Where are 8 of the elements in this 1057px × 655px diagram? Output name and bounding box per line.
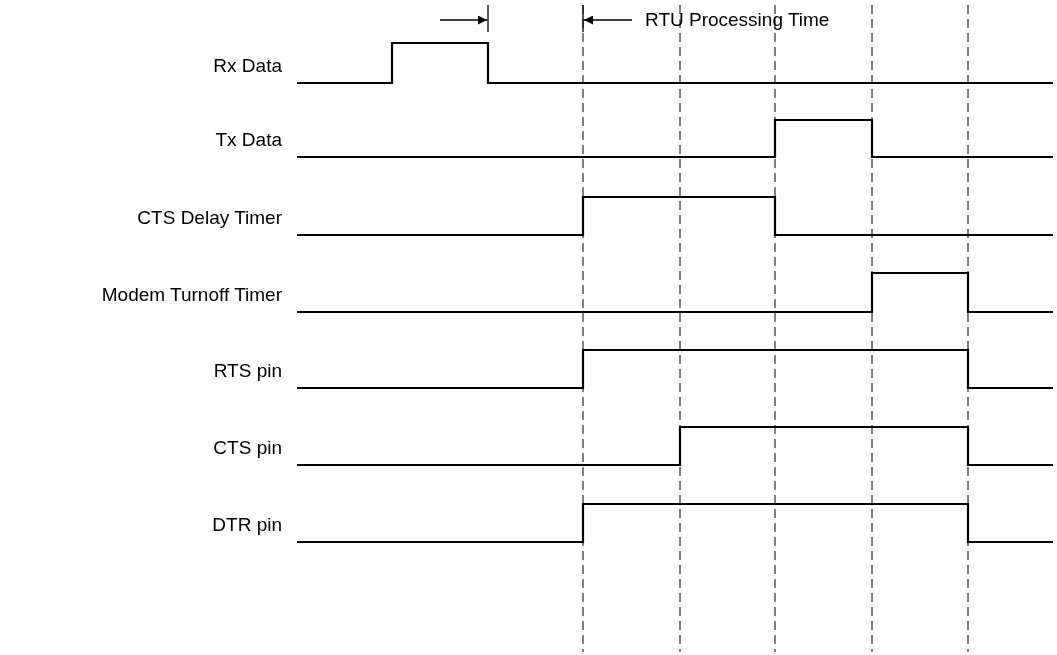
signal-name: Tx Data <box>215 129 282 151</box>
signal-name: Modem Turnoff Timer <box>101 284 282 306</box>
interval-label: RTU Processing Time <box>645 9 830 31</box>
signal-name: CTS pin <box>213 437 282 459</box>
signal-name: RTS pin <box>213 360 282 382</box>
signal-name: Rx Data <box>213 55 282 77</box>
signal-name: CTS Delay Timer <box>137 207 282 229</box>
signal-name: DTR pin <box>212 514 282 536</box>
